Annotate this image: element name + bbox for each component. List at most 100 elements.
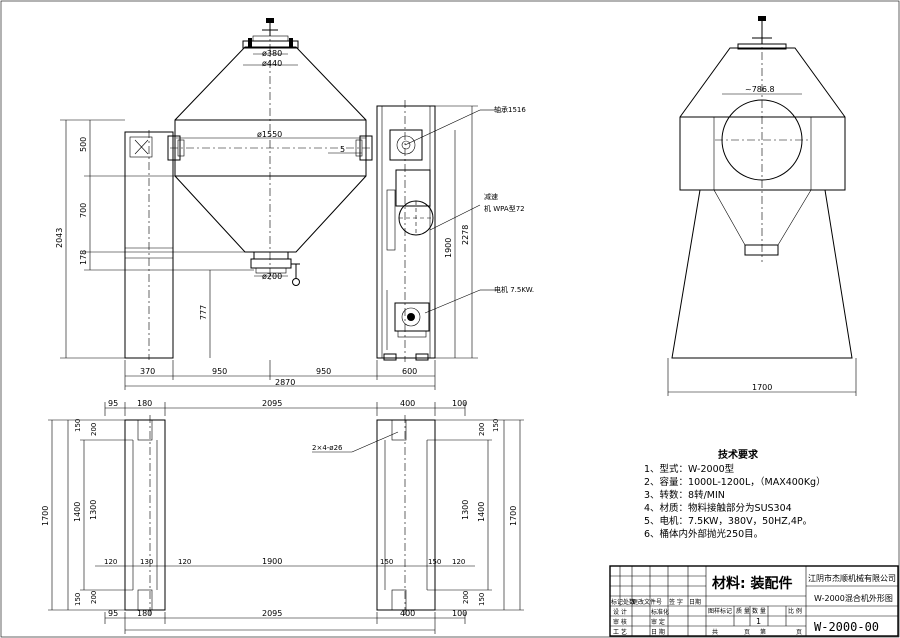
dim-500: 500 xyxy=(79,137,88,152)
base-right-150-top: 150 xyxy=(492,419,500,432)
dim-950-left: 950 xyxy=(212,367,227,376)
base-left-150-top: 150 xyxy=(74,419,82,432)
tb-company: 江阴市杰顺机械有限公司 xyxy=(808,573,896,583)
tb-approve: 审 定 xyxy=(651,618,665,626)
base-right-1300: 1300 xyxy=(461,500,470,520)
base-left-150-bot: 150 xyxy=(74,593,82,606)
tb-check: 审 核 xyxy=(613,618,627,626)
dim-dia-1550: ø1550 xyxy=(257,130,282,139)
label-reducer-model: 机 WPA型72 xyxy=(484,204,525,213)
double-cone-body xyxy=(174,46,367,253)
base-hole-label: 2×4-ø26 xyxy=(312,444,343,452)
base-right-200-top: 200 xyxy=(478,423,486,436)
base-left-rail xyxy=(124,419,166,611)
dim-right-1700: 1700 xyxy=(752,383,772,392)
dim-dia-440: ø440 xyxy=(262,59,282,68)
tb-qty-value: 1 xyxy=(756,617,761,626)
dim-178: 178 xyxy=(79,250,88,265)
tb-date2: 日 期 xyxy=(651,628,665,636)
dim-600: 600 xyxy=(402,367,417,376)
dim-1900: 1900 xyxy=(444,238,453,258)
base-bot-100: 100 xyxy=(452,609,467,618)
base-right-rail xyxy=(376,419,436,611)
tech-item-2: 2、容量：1000L-1200L，（MAX400Kg） xyxy=(644,476,826,488)
tb-sheet-of: 第 xyxy=(760,628,766,636)
bearing-housing xyxy=(389,129,423,161)
base-left-1300: 1300 xyxy=(89,500,98,520)
tb-standard: 标准化 xyxy=(651,608,669,616)
dim-2043: 2043 xyxy=(55,228,64,248)
base-bot-2095: 2095 xyxy=(262,609,282,618)
tech-item-1: 1、型式：W-2000型 xyxy=(644,463,735,475)
base-mid-120-right: 120 xyxy=(452,558,465,566)
tech-requirements: 技术要求 1、型式：W-2000型 2、容量：1000L-1200L，（MAX4… xyxy=(644,448,826,540)
label-motor: 电机 7.5KW. xyxy=(494,285,534,294)
tb-sheet-num2: 页 xyxy=(796,629,802,636)
base-bot-400: 400 xyxy=(400,609,415,618)
tb-hdr-ratio: 比 例 xyxy=(788,607,802,615)
tb-drawing-number: W-2000-00 xyxy=(814,620,879,634)
base-right-150-bot: 150 xyxy=(478,593,486,606)
front-view: ø380 ø440 ø1550 ø200 5 500 700 178 2043 … xyxy=(55,18,534,390)
base-bot-180: 180 xyxy=(137,609,152,618)
base-bot-95: 95 xyxy=(108,609,118,618)
base-mid-120-left: 120 xyxy=(104,558,117,566)
base-left-1400: 1400 xyxy=(73,502,82,522)
base-mid-1900: 1900 xyxy=(262,557,282,566)
right-view-cone xyxy=(679,47,846,191)
base-mid-150-right: 150 xyxy=(428,558,441,566)
tb-drawing-name: W-2000混合机外形图 xyxy=(814,593,893,603)
tb-mark: 标记处数 xyxy=(611,598,635,606)
right-view-base-frame xyxy=(671,189,853,359)
tb-hdr-stage: 图样标记 xyxy=(708,607,732,615)
dim-5: 5 xyxy=(340,145,345,154)
base-top-100: 100 xyxy=(452,399,467,408)
base-mid-130: 130 xyxy=(140,558,153,566)
title-block: 标记处数 更改文件号 签 字 日期 设 计 标准化 工 艺 审 核 审 定 日 … xyxy=(609,565,899,637)
tb-sheet-total: 共 xyxy=(712,628,718,636)
dim-700: 700 xyxy=(79,203,88,218)
base-left-1700: 1700 xyxy=(41,506,50,526)
dim-370: 370 xyxy=(140,367,155,376)
base-plan-view: 95 180 2095 400 100 2×4-ø26 150 200 1300… xyxy=(41,399,524,634)
dim-777: 777 xyxy=(199,305,208,320)
base-mid-150-left: 150 xyxy=(380,558,393,566)
base-left-200-bot: 200 xyxy=(90,591,98,604)
tb-design: 设 计 xyxy=(613,608,627,616)
tech-item-3: 3、转数：8转/MIN xyxy=(644,489,725,501)
tech-item-4: 4、材质：物料接触部分为SUS304 xyxy=(644,502,792,514)
tb-hdr-weight: 质 量 xyxy=(736,607,750,615)
tb-material: 材料: 装配件 xyxy=(712,575,792,592)
base-right-1700: 1700 xyxy=(509,506,518,526)
dim-786-8: ~786.8 xyxy=(745,85,775,94)
reducer-body xyxy=(395,169,431,207)
base-top-95: 95 xyxy=(108,399,118,408)
base-right-1400: 1400 xyxy=(477,502,486,522)
tb-sheet-num: 页 xyxy=(744,629,750,636)
bottom-discharge-flange xyxy=(253,251,289,260)
base-mid-120-inner: 120 xyxy=(178,558,191,566)
dim-2278: 2278 xyxy=(461,225,470,245)
tech-item-5: 5、电机：7.5KW，380V，50HZ,4P。 xyxy=(644,515,812,527)
right-support-frame xyxy=(376,105,436,359)
label-reducer: 减速 xyxy=(484,192,498,201)
tb-hdr-qty: 数 量 xyxy=(752,607,766,615)
dim-2870: 2870 xyxy=(275,378,295,387)
dim-dia-200: ø200 xyxy=(262,272,282,281)
tb-change: 更改文件号 xyxy=(632,598,662,606)
tech-item-6: 6、桶体内外部抛光250目。 xyxy=(644,528,763,540)
base-right-200-bot: 200 xyxy=(462,591,470,604)
base-top-400: 400 xyxy=(400,399,415,408)
dim-950-right: 950 xyxy=(316,367,331,376)
right-view: ~786.8 1700 xyxy=(667,16,857,396)
label-bearing: 轴承1516 xyxy=(494,105,526,114)
tb-sign: 签 字 xyxy=(669,598,683,606)
base-top-180: 180 xyxy=(137,399,152,408)
dim-dia-380: ø380 xyxy=(262,49,282,58)
tb-date: 日期 xyxy=(689,598,701,606)
tb-process: 工 艺 xyxy=(613,628,627,636)
base-left-200-top: 200 xyxy=(90,423,98,436)
base-top-2095: 2095 xyxy=(262,399,282,408)
